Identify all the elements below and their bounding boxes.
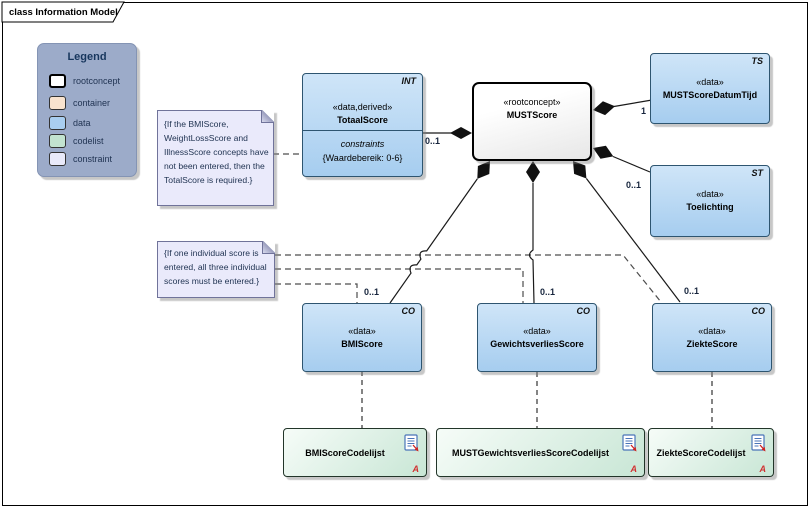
legend-item-constraint: constraint <box>49 152 112 166</box>
note-fold-icon <box>261 110 274 123</box>
type-tag: INT <box>401 76 417 86</box>
codelist-body: MUSTGewichtsverliesScoreCodelijst <box>437 429 644 480</box>
multiplicity-totaalscore: 0..1 <box>425 136 441 146</box>
type-tag: ST <box>751 168 763 178</box>
composition-toelichting-line <box>612 155 651 173</box>
codelist-ziektescorecodelijst[interactable]: ZiekteScoreCodelijst A <box>648 428 774 477</box>
legend-title: Legend <box>67 51 107 63</box>
diamond-gewichtsverlies <box>526 161 540 183</box>
codelist-mustgewichtsverliesscorecodelijst[interactable]: MUSTGewichtsverliesScoreCodelijst A <box>436 428 645 477</box>
multiplicity-gewichtsverliesscore: 0..1 <box>540 287 556 297</box>
legend-label: codelist <box>73 136 104 146</box>
stereotype: «data» <box>523 325 551 336</box>
document-icon <box>751 434 766 452</box>
notelink-ziektescore <box>275 254 662 303</box>
diamond-datumtijd <box>593 101 615 116</box>
composition-gewichtsverlies-line <box>528 183 535 304</box>
notelink-gewichtsverliesscore <box>275 268 524 303</box>
constraints-compartment: constraints {Waardebereik: 0-6} <box>303 131 422 165</box>
legend-label: rootconcept <box>73 76 121 86</box>
class-bmiscore[interactable]: CO «data» BMIScore <box>302 303 422 372</box>
type-tag: CO <box>751 306 766 316</box>
type-tag: CO <box>576 306 591 316</box>
codelist-swatch <box>49 134 66 148</box>
legend-item-container: container <box>49 96 110 110</box>
codelist-body: ZiekteScoreCodelijst <box>649 429 773 480</box>
stereotype: «data» <box>698 325 726 336</box>
class-ziektescore[interactable]: CO «data» ZiekteScore <box>652 303 772 372</box>
multiplicity-toelichting: 0..1 <box>626 180 642 190</box>
title-tab-shape <box>1 1 125 23</box>
class-mustscore[interactable]: «rootconcept» MUSTScore <box>472 82 592 161</box>
class-name: MUSTScoreDatumTijd <box>662 89 758 100</box>
legend-label: constraint <box>73 154 113 164</box>
multiplicity-bmiscore: 0..1 <box>364 287 380 297</box>
multiplicity-ziektescore: 0..1 <box>684 286 700 296</box>
data-swatch <box>49 116 66 130</box>
class-mustscoredatumtijd[interactable]: TS «data» MUSTScoreDatumTijd <box>650 53 770 124</box>
class-name: BMIScore <box>341 338 383 349</box>
stereotype: «data» <box>348 325 376 336</box>
type-tag: CO <box>401 306 416 316</box>
stereotype: «data,derived» <box>332 102 393 112</box>
codelist-name: ZiekteScoreCodelijst <box>656 447 746 458</box>
diamond-ziektescore <box>573 161 587 179</box>
class-header: INT «data,derived» TotaalScore <box>303 74 422 131</box>
abstract-marker: A <box>412 464 420 474</box>
legend-label: container <box>73 98 111 108</box>
note-totalscore-constraint[interactable]: {If the BMIScore, WeightLossScore and Il… <box>157 110 274 206</box>
constraint-value: {Waardebereik: 0-6} <box>322 153 403 163</box>
class-name: GewichtsverliesScore <box>490 338 584 349</box>
diamond-totaalscore <box>450 127 472 139</box>
constraint-swatch <box>49 152 66 166</box>
legend-item-data: data <box>49 116 91 130</box>
type-tag: TS <box>751 56 763 66</box>
note-individual-scores-constraint[interactable]: {If one individual score is entered, all… <box>157 241 275 298</box>
legend-label: data <box>73 118 91 128</box>
stereotype: «data» <box>696 76 724 87</box>
codelist-bmiscorecodelijst[interactable]: BMIScoreCodelijst A <box>283 428 427 477</box>
class-name: ZiekteScore <box>686 338 738 349</box>
rootconcept-swatch <box>49 74 66 88</box>
stereotype: «data» <box>696 189 724 199</box>
class-name: TotaalScore <box>337 115 388 125</box>
codelist-body: BMIScoreCodelijst <box>284 429 426 480</box>
notelink-bmiscore <box>275 283 358 303</box>
compartment-label: constraints <box>340 139 385 149</box>
diamond-toelichting <box>593 145 614 159</box>
container-swatch <box>49 96 66 110</box>
class-toelichting[interactable]: ST «data» Toelichting <box>650 165 770 237</box>
document-icon <box>404 434 419 452</box>
codelist-name: MUSTGewichtsverliesScoreCodelijst <box>451 447 610 458</box>
diagram-title: class Information Model <box>9 7 118 18</box>
note-text: {If one individual score is entered, all… <box>164 248 267 286</box>
abstract-marker: A <box>630 464 638 474</box>
class-name: MUSTScore <box>506 109 558 120</box>
composition-bmiscore-line <box>389 178 478 304</box>
class-totaalscore[interactable]: INT «data,derived» TotaalScore constrain… <box>302 73 423 177</box>
note-fold-icon <box>262 241 275 254</box>
multiplicity-datumtijd: 1 <box>641 106 647 116</box>
document-icon <box>622 434 637 452</box>
composition-ziektescore-line <box>585 178 681 303</box>
legend-item-rootconcept: rootconcept <box>49 74 120 88</box>
codelist-name: BMIScoreCodelijst <box>305 447 385 458</box>
abstract-marker: A <box>759 464 767 474</box>
stereotype: «rootconcept» <box>503 96 561 107</box>
diamond-bmiscore <box>477 161 490 179</box>
class-gewichtsverliesscore[interactable]: CO «data» GewichtsverliesScore <box>477 303 597 372</box>
legend: Legend rootconcept container data codeli… <box>37 43 137 177</box>
legend-item-codelist: codelist <box>49 134 104 148</box>
class-name: Toelichting <box>686 202 734 212</box>
note-text: {If the BMIScore, WeightLossScore and Il… <box>164 119 269 185</box>
composition-datumtijd-line <box>613 99 653 108</box>
